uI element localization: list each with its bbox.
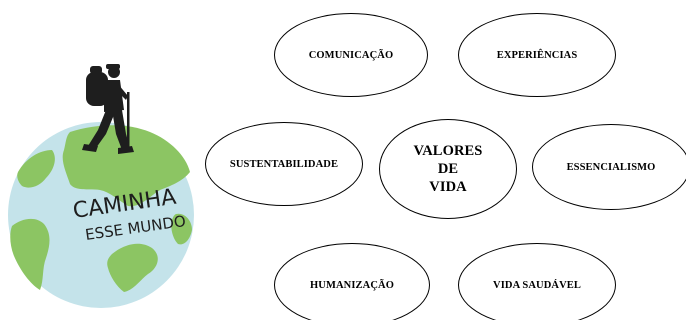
node-comunicacao: COMUNICAÇÃO	[274, 13, 428, 97]
node-vida-saudavel-label: VIDA SAUDÁVEL	[493, 279, 581, 291]
node-essencialismo: ESSENCIALISMO	[532, 124, 686, 210]
hiker-icon	[82, 64, 134, 154]
caminha-esse-mundo-logo: CAMINHA ESSE MUNDO	[0, 0, 210, 320]
node-essencialismo-label: ESSENCIALISMO	[566, 161, 656, 173]
node-sustentabilidade: SUSTENTABILIDADE	[205, 122, 363, 206]
node-humanizacao: HUMANIZAÇÃO	[274, 243, 430, 320]
node-comunicacao-label: COMUNICAÇÃO	[308, 49, 394, 61]
node-valores-de-vida: VALORES DE VIDA	[379, 119, 517, 219]
continent-bottom-right	[107, 243, 158, 292]
node-humanizacao-label: HUMANIZAÇÃO	[310, 279, 394, 291]
continent-right	[171, 213, 192, 245]
continent-left-top	[17, 150, 55, 188]
node-experiencias-label: EXPERIÊNCIAS	[496, 49, 578, 61]
node-valores-de-vida-label: VALORES DE VIDA	[413, 142, 483, 196]
node-sustentabilidade-label: SUSTENTABILIDADE	[229, 158, 339, 170]
continent-left-bottom	[10, 218, 50, 290]
node-experiencias: EXPERIÊNCIAS	[458, 13, 616, 97]
node-vida-saudavel: VIDA SAUDÁVEL	[458, 243, 616, 320]
